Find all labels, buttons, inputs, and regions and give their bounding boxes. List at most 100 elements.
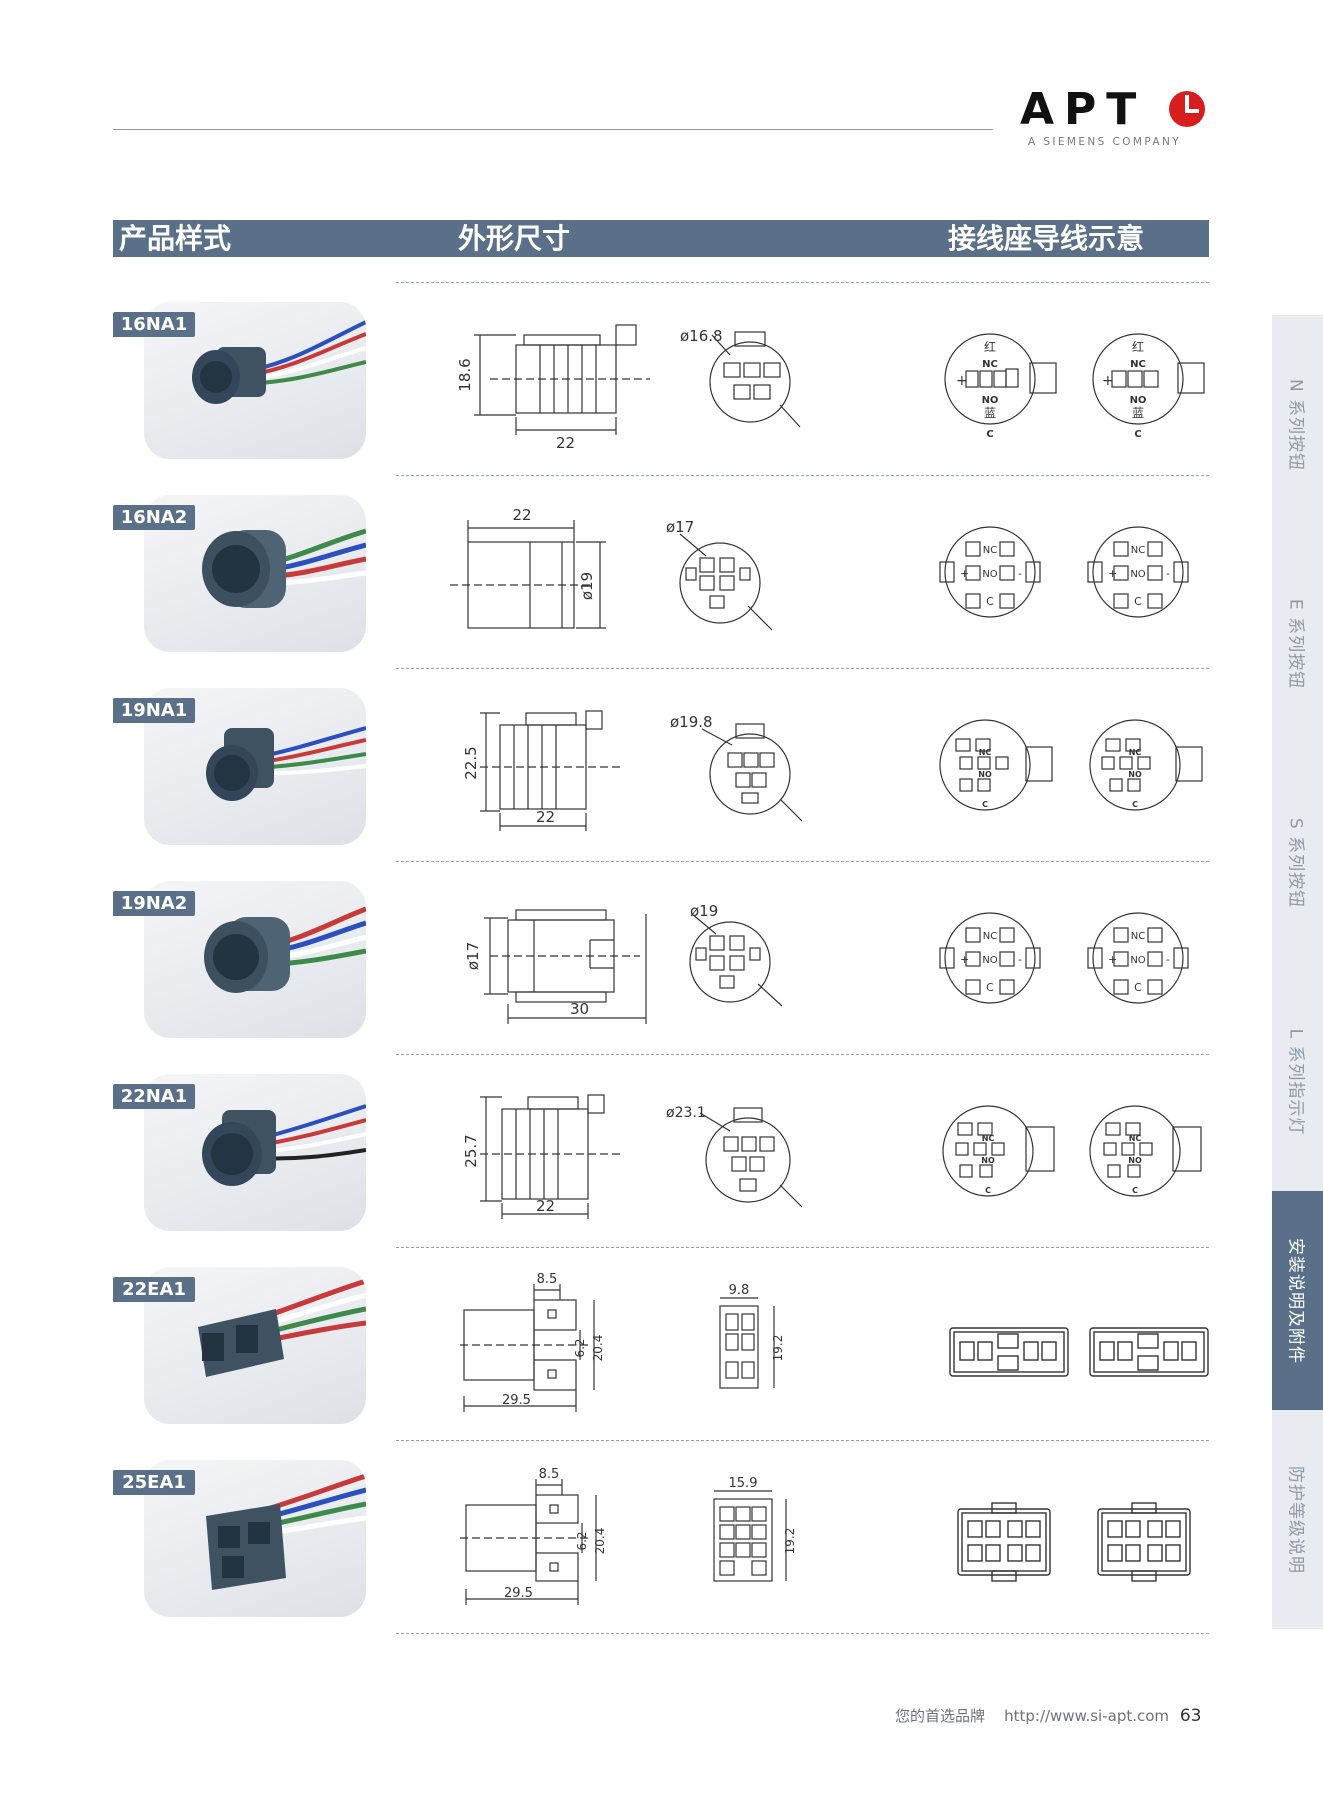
- svg-text:-: -: [1018, 953, 1022, 966]
- side-tab-s-series[interactable]: S 系列按钮: [1272, 753, 1323, 972]
- apt-logo: APT A SIEMENS COMPANY: [1020, 88, 1210, 148]
- model-label: 19NA2: [113, 891, 195, 916]
- svg-text:C: C: [1132, 800, 1138, 809]
- wiring-diagram: NC NO C + - NC NO C + -: [939, 526, 1189, 618]
- dim-c: 20.4: [591, 1335, 605, 1362]
- logo-tagline: A SIEMENS COMPANY: [1028, 136, 1182, 148]
- svg-text:NO: NO: [1130, 569, 1145, 580]
- dim-height: 25.7: [462, 1134, 480, 1167]
- product-row: 16NA2 22 ø19 ø17 NC NO C +: [0, 493, 1323, 686]
- dimension-drawing: 22 ø19 ø17: [450, 506, 773, 631]
- dim-height: 22.5: [462, 746, 480, 779]
- svg-text:NC: NC: [982, 359, 998, 370]
- svg-text:NO: NO: [1128, 770, 1142, 779]
- dimension-drawing: 22.5 22 ø19.8: [462, 710, 803, 831]
- side-tab-installation[interactable]: 安装说明及附件: [1272, 1191, 1323, 1410]
- row-divider: [396, 1633, 1209, 1634]
- svg-text:-: -: [1166, 953, 1170, 966]
- dimension-drawing: 25.7 22 ø23.1: [462, 1094, 803, 1219]
- page-footer: 您的首选品牌 http://www.si-apt.com 63: [895, 1705, 1201, 1726]
- svg-text:NC: NC: [982, 1134, 995, 1143]
- dim-length: 22: [536, 1197, 555, 1215]
- svg-text:红: 红: [1132, 339, 1144, 354]
- svg-text:C: C: [982, 800, 988, 809]
- dim-d: 29.5: [504, 1586, 533, 1601]
- dim-length: 22: [512, 506, 531, 524]
- section-side-tabs: N 系列按钮 E 系列按钮 S 系列按钮 L 系列指示灯 安装说明及附件 防护等…: [1272, 315, 1323, 1635]
- wiring-diagram: 红 NC NO 蓝 + 红 NC NO 蓝 + C C: [944, 333, 1205, 440]
- footer-slogan: 您的首选品牌: [895, 1707, 986, 1725]
- svg-text:蓝: 蓝: [1132, 406, 1144, 420]
- svg-text:+: +: [956, 373, 968, 389]
- table-header: 产品样式 外形尺寸 接线座导线示意: [113, 220, 1209, 257]
- svg-text:C: C: [1132, 1186, 1138, 1195]
- dim-d: 29.5: [502, 1393, 531, 1408]
- svg-text:红: 红: [984, 339, 996, 354]
- dim-diameter: ø17: [666, 518, 694, 536]
- dim-f: 19.2: [783, 1528, 797, 1555]
- dim-diameter: ø19.8: [670, 713, 713, 731]
- dim-diameter: ø23.1: [666, 1105, 706, 1121]
- svg-text:C: C: [1134, 429, 1141, 440]
- dim-a: 8.5: [539, 1467, 560, 1482]
- footer-url[interactable]: http://www.si-apt.com: [1004, 1707, 1170, 1725]
- svg-text:NO: NO: [1128, 1156, 1142, 1165]
- svg-text:+: +: [1108, 953, 1117, 966]
- row-divider: [396, 282, 1209, 283]
- dim-length: 22: [556, 434, 575, 452]
- product-row: 25EA1 8.5 6.2 20.4 29.5 15.9 19.2: [0, 1458, 1323, 1651]
- model-label: 16NA2: [113, 505, 195, 530]
- svg-text:NO: NO: [982, 395, 999, 406]
- header-dimensions: 外形尺寸: [458, 222, 571, 255]
- row-divider: [396, 475, 1209, 476]
- logo-text: APT: [1020, 84, 1147, 135]
- dim-b: 6.2: [575, 1531, 589, 1550]
- wiring-diagram: NC NO C NC NO C: [942, 1105, 1202, 1197]
- svg-text:+: +: [1102, 373, 1114, 389]
- dim-a: 8.5: [537, 1272, 558, 1287]
- wiring-diagram: [957, 1502, 1191, 1582]
- product-row: 16NA1 18.6 22 ø16.8 红 NC NO 蓝 +: [0, 300, 1323, 493]
- row-divider: [396, 668, 1209, 669]
- svg-text:NO: NO: [1130, 955, 1145, 966]
- side-tab-n-series[interactable]: N 系列按钮: [1272, 315, 1323, 534]
- svg-text:NC: NC: [983, 931, 997, 942]
- page-number: 63: [1179, 1706, 1202, 1726]
- svg-text:+: +: [960, 567, 969, 580]
- model-label: 22NA1: [113, 1084, 195, 1109]
- svg-text:NO: NO: [978, 770, 992, 779]
- wiring-diagram: [949, 1327, 1209, 1377]
- svg-text:NC: NC: [1129, 1134, 1142, 1143]
- svg-text:+: +: [960, 953, 969, 966]
- svg-text:NC: NC: [1130, 359, 1146, 370]
- wiring-diagram: NC NO C NC NO C: [939, 719, 1203, 811]
- row-divider: [396, 1440, 1209, 1441]
- dimension-drawing: 8.5 6.2 20.4 29.5 15.9 19.2: [460, 1467, 797, 1605]
- svg-text:NO: NO: [982, 955, 997, 966]
- dim-c: 20.4: [593, 1528, 607, 1555]
- dim-e: 9.8: [729, 1283, 750, 1298]
- dim-length: 22: [536, 808, 555, 826]
- svg-text:NC: NC: [1129, 748, 1142, 757]
- dimension-drawing: 8.5 6.2 20.4 29.5 9.8 19.2: [460, 1272, 785, 1412]
- svg-text:NC: NC: [1131, 545, 1145, 556]
- logo-clock-icon: [1169, 91, 1205, 127]
- side-tab-l-series[interactable]: L 系列指示灯: [1272, 972, 1323, 1191]
- side-tab-protection[interactable]: 防护等级说明: [1272, 1410, 1323, 1629]
- svg-text:NO: NO: [982, 569, 997, 580]
- svg-text:+: +: [1108, 567, 1117, 580]
- side-tab-e-series[interactable]: E 系列按钮: [1272, 534, 1323, 753]
- row-divider: [396, 861, 1209, 862]
- product-row: 19NA1 22.5 22 ø19.8 NC NO C NC: [0, 686, 1323, 879]
- svg-text:NC: NC: [979, 748, 992, 757]
- dim-height: 18.6: [456, 358, 474, 391]
- dim-f: 19.2: [771, 1335, 785, 1362]
- row-divider: [396, 1054, 1209, 1055]
- dim-length: 30: [570, 1000, 589, 1018]
- svg-text:C: C: [1134, 981, 1142, 994]
- header-wiring: 接线座导线示意: [948, 222, 1145, 255]
- svg-text:C: C: [985, 1186, 991, 1195]
- dim-b: 6.2: [573, 1338, 587, 1357]
- wiring-diagram: NC NO C + - NC NO C + -: [939, 912, 1189, 1004]
- model-label: 19NA1: [113, 698, 195, 723]
